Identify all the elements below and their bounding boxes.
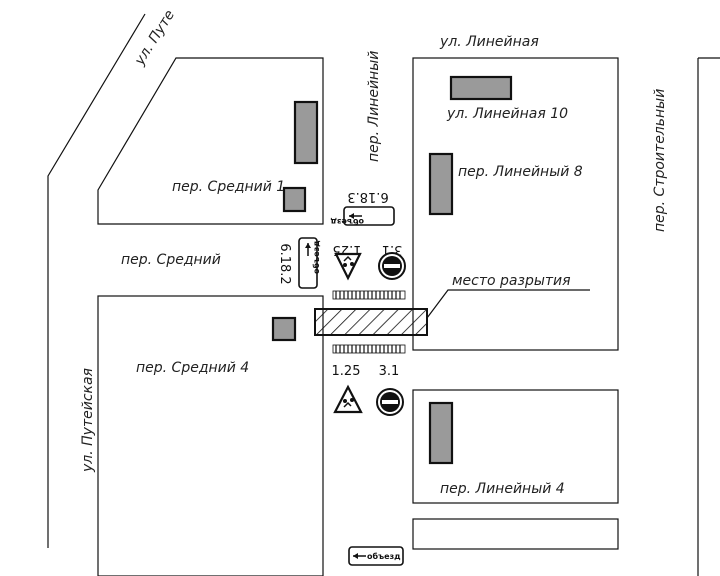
detour-sign-bottom: объезд bbox=[348, 546, 404, 566]
block-linejnyj-4 bbox=[412, 389, 619, 504]
sign-code-bottom-noentry: 3.1 bbox=[379, 364, 400, 379]
building-label-srednij-1: пер. Средний 1 bbox=[172, 179, 285, 195]
no-entry-sign-top-icon bbox=[378, 252, 406, 280]
building-label-linejnyj-8: пер. Линейный 8 bbox=[458, 164, 583, 180]
detour-sign-top-text: объезд bbox=[330, 217, 364, 227]
street-label-srednij: пер. Средний bbox=[121, 252, 221, 268]
detour-sign-bottom-text: объезд bbox=[367, 551, 401, 561]
building-srednij-1a bbox=[293, 100, 319, 165]
street-label-stroitelnyj: пер. Строительный bbox=[652, 89, 668, 232]
building-linejnaya-10 bbox=[449, 75, 513, 101]
detour-sign-side-text: объезд bbox=[311, 240, 321, 274]
sign-code-bottom-children: 1.25 bbox=[332, 364, 361, 379]
children-sign-bottom-icon bbox=[333, 384, 363, 414]
detour-sign-top: объезд bbox=[330, 206, 395, 227]
sign-code-top-detour: 6.18.3 bbox=[347, 189, 388, 204]
block-linejnyj-8 bbox=[412, 57, 619, 351]
excavation-leader-line bbox=[426, 289, 590, 319]
excavation-area bbox=[314, 308, 428, 336]
street-label-putejskaya: ул. Путейская bbox=[80, 368, 96, 473]
excavation-label: место разрытия bbox=[452, 273, 571, 289]
putejskaya-street-edges bbox=[47, 13, 146, 548]
building-label-linejnaya-10: ул. Линейная 10 bbox=[446, 106, 568, 122]
street-label-linejnyj: пер. Линейный bbox=[366, 51, 382, 162]
building-srednij-1b bbox=[282, 186, 307, 213]
building-label-srednij-4: пер. Средний 4 bbox=[136, 360, 249, 376]
pedestrian-crossing-top bbox=[332, 290, 406, 300]
building-srednij-4 bbox=[271, 316, 297, 342]
no-entry-sign-bottom-icon bbox=[376, 388, 404, 416]
block-srednij-1 bbox=[97, 57, 324, 225]
building-label-linejnyj-4: пер. Линейный 4 bbox=[440, 481, 565, 497]
building-linejnyj-8 bbox=[428, 152, 454, 216]
detour-sign-side: объезд bbox=[298, 237, 321, 289]
street-label-linejnaya: ул. Линейная bbox=[439, 34, 539, 50]
sign-code-side-detour: 6.18.2 bbox=[277, 243, 292, 284]
children-sign-top-icon bbox=[334, 252, 362, 281]
block-srednij-4 bbox=[97, 295, 324, 576]
block-bottom-strip bbox=[412, 518, 619, 550]
street-label-putejskaya-top: ул. Путе bbox=[131, 7, 178, 69]
building-linejnyj-4 bbox=[428, 401, 454, 465]
pedestrian-crossing-bottom bbox=[332, 344, 406, 354]
